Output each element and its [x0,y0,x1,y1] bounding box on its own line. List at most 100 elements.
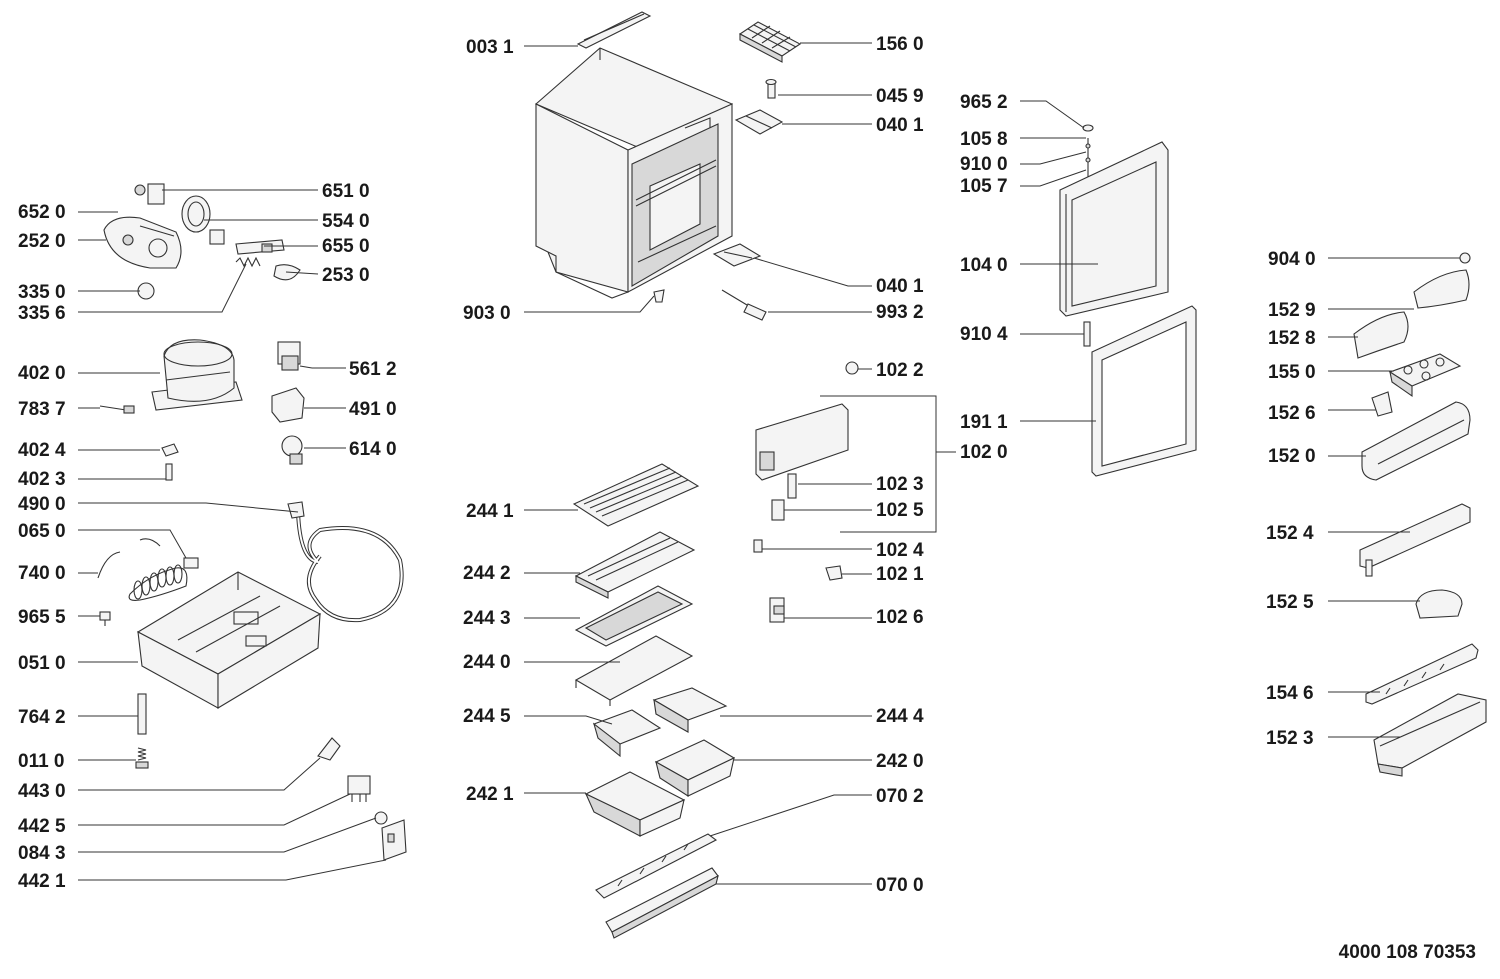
part-stop [845,361,859,375]
part-label-105-7: 105 7 [960,176,1008,197]
part-compressor [151,339,243,411]
part-label-655-0: 655 0 [322,236,370,257]
part-label-102-1: 102 1 [876,564,924,585]
part-thermostat [347,775,371,802]
part-knob-assembly [134,183,225,245]
part-label-335-0: 335 0 [18,282,66,303]
part-drawer-small-left [592,709,662,758]
drawing-number: 4000 108 70353 [1339,942,1476,963]
part-label-561-2: 561 2 [349,359,397,380]
part-label-102-5: 102 5 [876,500,924,521]
part-freezer-door [755,403,849,481]
part-label-152-0: 152 0 [1268,446,1316,467]
part-label-443-0: 443 0 [18,781,66,802]
part-label-191-1: 191 1 [960,412,1008,433]
part-label-152-5: 152 5 [1266,592,1314,613]
part-label-252-0: 252 0 [18,231,66,252]
part-label-102-2: 102 2 [876,360,924,381]
part-bracket [381,819,407,861]
part-label-045-9: 045 9 [876,86,924,107]
part-top-rail [576,11,652,49]
part-small-bin [1415,589,1463,619]
part-label-003-1: 003 1 [466,37,514,58]
part-label-965-5: 965 5 [18,607,66,628]
part-egg-tray [1388,353,1462,398]
part-label-152-8: 152 8 [1268,328,1316,349]
part-label-490-0: 490 0 [18,494,66,515]
part-fan-clip [317,737,341,761]
part-flap-upper [1413,269,1470,309]
part-drawings [97,11,1487,939]
part-label-084-3: 084 3 [18,843,66,864]
part-label-102-6: 102 6 [876,607,924,628]
part-flap-lower [1353,311,1409,359]
part-bar-rail [1365,643,1479,705]
part-drain-tube [137,693,147,735]
part-bottle-rail [1359,503,1471,577]
part-label-253-0: 253 0 [322,265,370,286]
part-label-651-0: 651 0 [322,181,370,202]
part-label-402-4: 402 4 [18,440,66,461]
part-shelf-1 [572,463,700,527]
part-overload [281,435,303,465]
part-label-244-1: 244 1 [466,501,514,522]
part-label-442-5: 442 5 [18,816,66,837]
part-label-065-0: 065 0 [18,521,66,542]
part-crisper-left [584,771,686,837]
part-knob [137,282,155,300]
part-clip [165,463,173,481]
part-label-904-0: 904 0 [1268,249,1316,270]
part-spring [235,256,261,268]
part-grille-upper [595,833,718,899]
part-label-652-0: 652 0 [18,202,66,223]
part-label-244-0: 244 0 [463,652,511,673]
part-label-244-5: 244 5 [463,706,511,727]
part-power-cord [287,501,404,623]
part-lamp-socket [235,239,285,255]
part-bushing [374,811,388,825]
part-door-screws [1082,124,1094,178]
part-label-244-4: 244 4 [876,706,924,727]
part-hinge-bottom [712,243,762,267]
part-relay [277,341,313,371]
part-label-104-0: 104 0 [960,255,1008,276]
part-label-102-4: 102 4 [876,540,924,561]
part-screw [99,611,111,626]
part-shelf-2 [574,531,696,599]
part-label-402-0: 402 0 [18,363,66,384]
part-divider [1371,391,1393,417]
part-label-152-6: 152 6 [1268,403,1316,424]
part-capillary [99,405,135,414]
part-label-070-0: 070 0 [876,875,924,896]
part-label-554-0: 554 0 [322,211,370,232]
part-label-155-0: 155 0 [1268,362,1316,383]
part-label-491-0: 491 0 [349,399,397,420]
part-label-910-4: 910 4 [960,324,1008,345]
part-drawer-small-right [652,687,728,733]
part-label-242-1: 242 1 [466,784,514,805]
part-label-154-6: 154 6 [1266,683,1314,704]
part-number-labels: 003 1 156 0 045 9 040 1 040 1 903 0 993 … [18,34,1476,963]
part-door-bin-lower [1373,693,1487,777]
part-label-442-1: 442 1 [18,871,66,892]
part-shelf-3 [574,585,694,647]
part-base-tray [136,571,322,709]
part-label-105-8: 105 8 [960,129,1008,150]
part-clip-small [753,539,763,553]
part-label-244-2: 244 2 [463,563,511,584]
part-label-152-4: 152 4 [1266,523,1314,544]
part-door-gasket [1091,305,1197,477]
part-label-242-0: 242 0 [876,751,924,772]
part-label-740-0: 740 0 [18,563,66,584]
part-pin [765,78,777,99]
part-probe [721,289,767,321]
part-foot [653,289,665,303]
part-label-335-6: 335 6 [18,303,66,324]
part-drain-spring [135,747,149,769]
part-label-614-0: 614 0 [349,439,397,460]
part-hinge-top [734,109,784,135]
part-latch [787,473,797,499]
part-label-244-3: 244 3 [463,608,511,629]
part-label-040-1-top: 040 1 [876,115,924,136]
